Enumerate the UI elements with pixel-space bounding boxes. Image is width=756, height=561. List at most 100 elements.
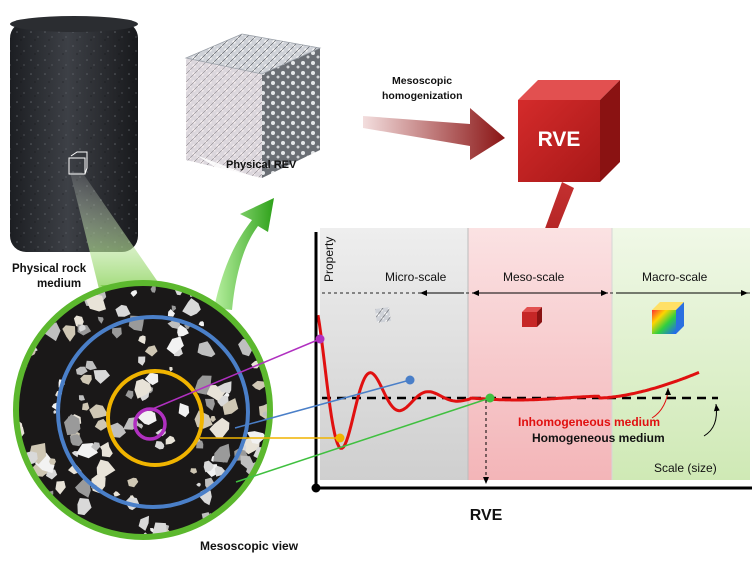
rock-grain [43,322,61,342]
rock-grain [138,356,146,366]
inhomogeneous-pointer [651,387,671,419]
rock-grain [198,321,204,327]
rock-grain [241,283,253,292]
inner-window-ring [133,407,167,441]
rock-grain [82,402,90,411]
rock-grain [97,316,104,324]
rock-grain [263,332,270,344]
homogeneous-label: Homogeneous medium [532,431,665,445]
x-axis-label: Scale (size) [654,461,717,475]
rock-grain [144,345,158,357]
rock-grain [138,423,144,429]
rock-grain [171,305,177,312]
rock-grain [165,435,176,445]
rock-grain [89,404,109,419]
rock-grain [222,398,239,415]
rock-grain [217,381,232,394]
rock-grain [80,374,92,385]
physical-rev-label: Physical REV [226,159,297,171]
rock-grain [182,298,201,317]
zone-micro-scale [320,228,468,480]
rock-grain [263,283,270,289]
rock-grain [17,490,25,500]
rock-grain [69,434,83,447]
rock-grain [190,468,198,474]
rock-grain [49,458,56,466]
rock-grain [94,418,109,431]
rock-grain [127,477,139,488]
rock-grain [91,442,101,451]
rock-grain [210,416,216,423]
rock-grain [53,410,57,414]
rock-grain [16,285,26,295]
rock-grain [241,287,258,310]
rock-grain [33,287,49,307]
rock-grain [150,285,156,293]
micro-scale-label: Micro-scale [385,270,447,284]
zone-macro-scale [612,228,750,480]
rock-grain [177,324,189,337]
rock-cylinder [10,16,138,252]
rock-grain [252,283,263,287]
rock-grain [125,390,134,400]
rve-cube-label: RVE [538,128,581,151]
rock-grain [93,370,110,384]
rock-grain [24,301,28,306]
zone-meso-scale [468,228,612,480]
rve-cube [518,80,620,182]
rock-grain [206,385,226,402]
rock-grain [64,414,81,436]
rock-grain [215,448,230,463]
rock-grain [205,398,215,411]
green-curved-arrow [214,198,274,310]
rock-grain [166,336,184,355]
zoom-ring [13,280,273,540]
physical-rev-cube [184,33,322,196]
macro-scale-label: Macro-scale [642,270,708,284]
rock-grain [62,325,76,342]
rock-grain [86,293,106,312]
rock-grain [16,360,21,366]
rock-grain [257,315,268,328]
rock-grain [205,477,216,491]
rock-grain [214,465,226,477]
mesoscopic-view [13,280,273,540]
rock-grain [209,417,230,438]
y-axis-label: Property [322,237,336,282]
rock-grain [75,366,88,376]
homogenization-label-2: homogenization [382,90,463,102]
chart-origin [311,483,321,493]
chart-zones [320,228,750,480]
rock-grain [144,372,159,386]
rock-grain [167,309,175,317]
rock-medium-label-2: medium [37,278,81,290]
ring-to-curve-links [149,334,495,483]
homogenization-arrow [363,108,505,160]
rock-grain [262,411,268,417]
rock-grain [203,460,214,473]
rock-grain [169,366,173,372]
rock-grain [99,441,113,458]
rock-grain [79,324,86,332]
rock-grain [52,293,57,300]
homogenization-label-1: Mesoscopic [392,75,452,87]
rock-grain [255,337,269,348]
rock-grain [77,498,92,516]
rock-grain [85,360,97,371]
rock-grain [20,525,30,537]
rock-grain [154,441,165,450]
meso-cube-icon [522,307,542,327]
rock-grain [113,491,121,497]
middle-window-ring [106,369,204,467]
rock-grain [247,304,262,323]
micro-sample-icon [375,307,391,323]
inhomogeneous-label: Inhomogeneous medium [518,415,660,429]
meso-scale-label: Meso-scale [503,270,565,284]
macro-cube-icon [652,302,684,334]
rock-grain [178,403,190,418]
rock-grain [256,489,261,495]
rock-grain [71,451,79,458]
mesoscopic-view-label: Mesoscopic view [200,539,299,553]
